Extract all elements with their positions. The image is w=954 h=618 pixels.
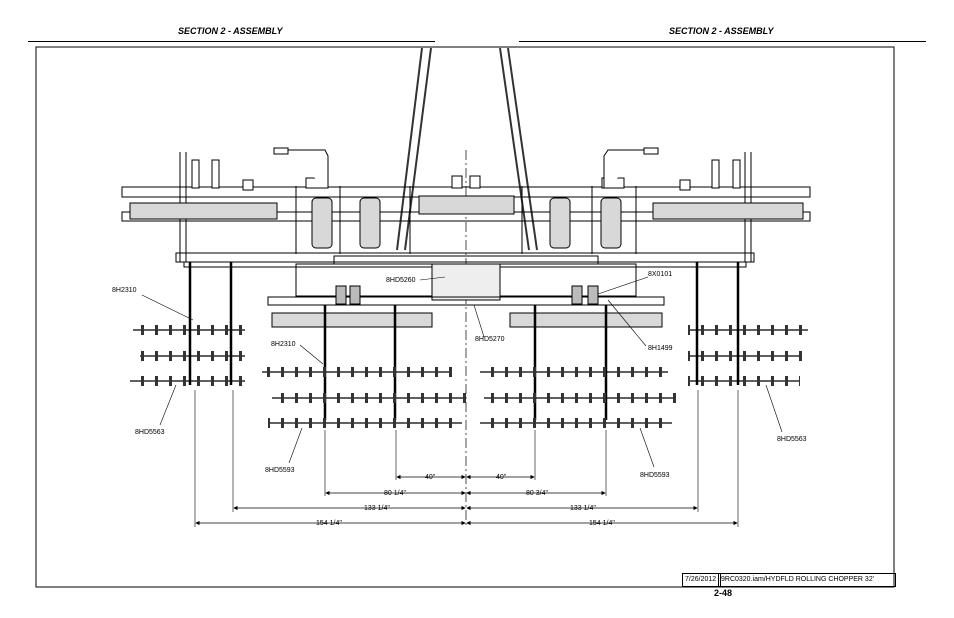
extension-lines xyxy=(194,390,739,527)
callout-8x0101: 8X0101 xyxy=(648,271,672,278)
dim-80-left: 80 1/4" xyxy=(384,490,406,497)
section-title-left: SECTION 2 - ASSEMBLY xyxy=(178,26,283,36)
callout-8hd5270: 8HD5270 xyxy=(475,336,505,343)
callout-8h2310-center: 8H2310 xyxy=(271,341,296,348)
callout-8hd5260: 8HD5260 xyxy=(386,277,416,284)
dim-133-left: 133 1/4" xyxy=(364,505,390,512)
callout-8hd5593-right: 8HD5593 xyxy=(640,472,670,479)
callout-8hd5563-left: 8HD5563 xyxy=(135,429,165,436)
lift-chains xyxy=(396,47,538,251)
tine-rows xyxy=(130,325,808,428)
center-frame xyxy=(267,255,665,306)
title-block-filename: 9RC0320.iam/HYDFLD ROLLING CHOPPER 32' xyxy=(718,573,896,587)
header-rule-right xyxy=(519,41,926,42)
callout-8hd5563-right: 8HD5563 xyxy=(777,436,807,443)
top-fittings xyxy=(191,147,741,191)
dimension-lines xyxy=(195,474,738,526)
leader-lines xyxy=(141,276,783,468)
upper-drums xyxy=(129,195,804,249)
callout-8h1499: 8H1499 xyxy=(648,345,673,352)
dim-40-left: 40" xyxy=(425,474,436,481)
dim-80-right: 80 3/4" xyxy=(526,490,548,497)
header-rule-left xyxy=(28,41,435,42)
center-drums xyxy=(271,312,663,328)
drawing-border xyxy=(35,46,895,588)
dim-40-right: 40" xyxy=(496,474,507,481)
dim-154-left: 154 1/4" xyxy=(316,520,342,527)
callout-8h2310-left: 8H2310 xyxy=(112,287,137,294)
callout-8hd5593-left: 8HD5593 xyxy=(265,467,295,474)
dim-133-right: 133 1/4" xyxy=(570,505,596,512)
dim-154-right: 154 1/4" xyxy=(589,520,615,527)
section-title-right: SECTION 2 - ASSEMBLY xyxy=(669,26,774,36)
page-number: 2-48 xyxy=(714,588,733,598)
title-block-date: 7/26/2012 xyxy=(682,573,721,587)
